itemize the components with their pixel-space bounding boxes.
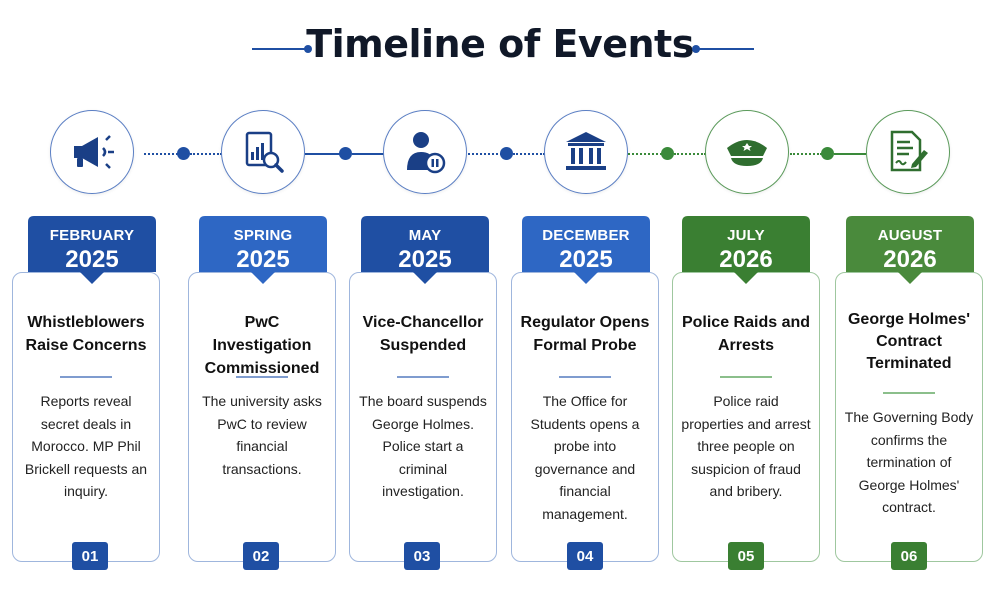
- card-divider: [559, 376, 611, 378]
- event-year: 2025: [398, 246, 452, 273]
- event-month: DECEMBER: [542, 227, 630, 244]
- title-right-dot: [692, 45, 700, 53]
- date-tag: DECEMBER 2025: [522, 216, 650, 284]
- event-card: Vice-Chancellor Suspended The board susp…: [349, 272, 497, 562]
- card-divider: [397, 376, 449, 378]
- event-title: Whistleblowers Raise Concerns: [25, 314, 147, 354]
- event-title: PwC Investigation Commissioned: [204, 314, 320, 377]
- event-description: The Governing Body confirms the terminat…: [844, 409, 974, 515]
- card-divider: [883, 392, 935, 394]
- card-divider: [60, 376, 112, 378]
- date-tag: SPRING 2025: [199, 216, 327, 284]
- event-title: Vice-Chancellor Suspended: [362, 314, 484, 354]
- event-year: 2025: [236, 246, 290, 273]
- title-left-line: [252, 48, 308, 50]
- event-month: AUGUST: [877, 227, 943, 244]
- event-card: George Holmes' Contract Terminated The G…: [835, 272, 983, 562]
- date-tag: FEBRUARY 2025: [28, 216, 156, 284]
- card-divider: [720, 376, 772, 378]
- event-number-badge: 03: [404, 542, 440, 570]
- event-description: The board suspends George Holmes. Police…: [359, 393, 487, 499]
- event-title: Regulator Opens Formal Probe: [520, 314, 650, 354]
- event-card: Whistleblowers Raise Concerns Reports re…: [12, 272, 160, 562]
- event-number-badge: 05: [728, 542, 764, 570]
- card-divider: [236, 376, 288, 378]
- event-title: Police Raids and Arrests: [681, 314, 811, 354]
- event-description: Police raid properties and arrest three …: [681, 393, 811, 499]
- signed-document-icon: [866, 110, 950, 194]
- person-paused-icon: [383, 110, 467, 194]
- date-tag: AUGUST 2026: [846, 216, 974, 284]
- event-number-badge: 02: [243, 542, 279, 570]
- event-number-badge: 01: [72, 542, 108, 570]
- event-month: JULY: [727, 227, 765, 244]
- event-description: Reports reveal secret deals in Morocco. …: [24, 393, 148, 499]
- event-month: MAY: [408, 227, 442, 244]
- event-year: 2025: [559, 246, 613, 273]
- event-year: 2026: [883, 246, 937, 273]
- event-card: PwC Investigation Commissioned The unive…: [188, 272, 336, 562]
- event-description: The Office for Students opens a probe in…: [530, 393, 640, 522]
- date-tag: JULY 2026: [682, 216, 810, 284]
- event-number-badge: 04: [567, 542, 603, 570]
- event-month: SPRING: [233, 227, 293, 244]
- event-title: George Holmes' Contract Terminated: [847, 311, 971, 372]
- event-description: The university asks PwC to review financ…: [202, 393, 322, 477]
- date-tag: MAY 2025: [361, 216, 489, 284]
- event-month: FEBRUARY: [49, 227, 135, 244]
- institution-building-icon: [544, 110, 628, 194]
- event-card: Regulator Opens Formal Probe The Office …: [511, 272, 659, 562]
- title-left-dot: [304, 45, 312, 53]
- megaphone-icon: [50, 110, 134, 194]
- report-magnifier-icon: [221, 110, 305, 194]
- police-cap-icon: [705, 110, 789, 194]
- title-right-line: [698, 48, 754, 50]
- title-area: Timeline of Events: [0, 22, 1000, 78]
- event-card: Police Raids and Arrests Police raid pro…: [672, 272, 820, 562]
- event-number-badge: 06: [891, 542, 927, 570]
- event-year: 2026: [719, 246, 773, 273]
- page-title: Timeline of Events: [306, 22, 694, 66]
- event-year: 2025: [65, 246, 119, 273]
